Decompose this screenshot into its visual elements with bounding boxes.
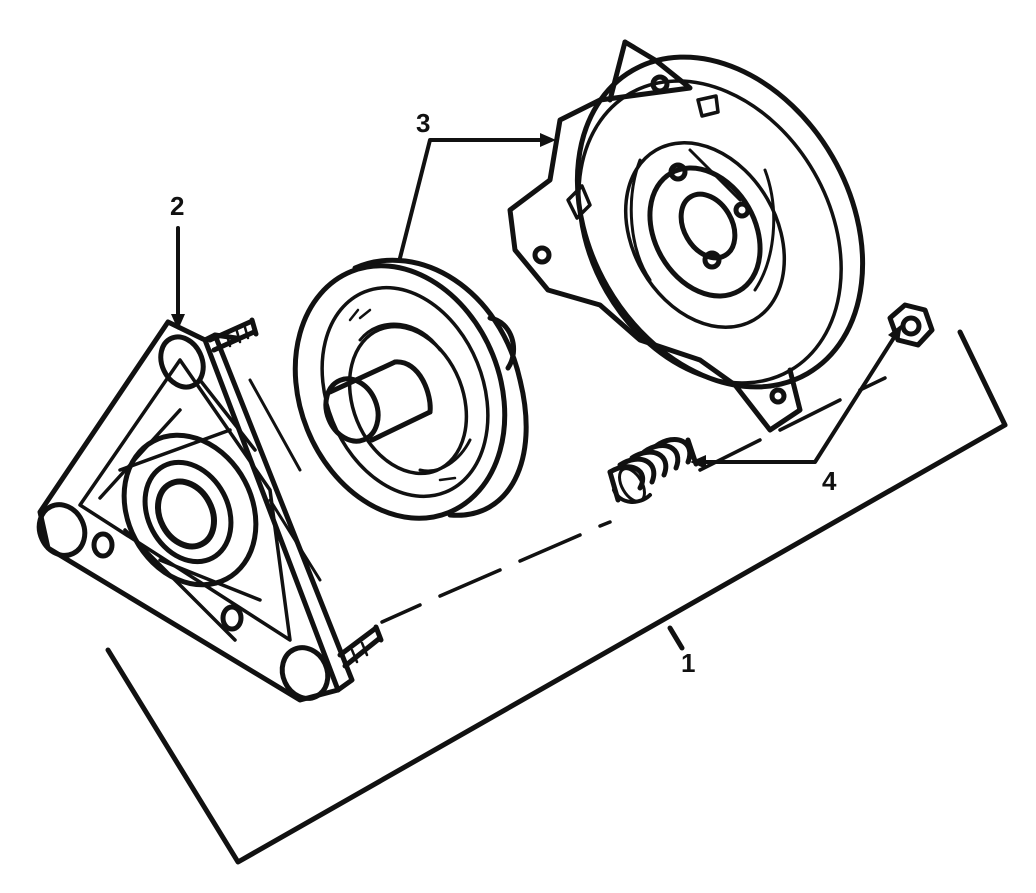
rotor — [292, 257, 529, 521]
callout-2: 2 — [170, 191, 184, 221]
spring — [607, 436, 699, 504]
assembly-bracket — [105, 329, 1008, 865]
assembly-axis — [380, 376, 887, 624]
callout-3: 3 — [416, 108, 430, 138]
stator-housing — [507, 39, 866, 433]
leader-lines — [176, 138, 897, 464]
callout-4: 4 — [822, 466, 837, 496]
end-plate — [36, 317, 384, 703]
callout-1: 1 — [681, 648, 695, 678]
leader-arrowheads — [171, 133, 902, 469]
